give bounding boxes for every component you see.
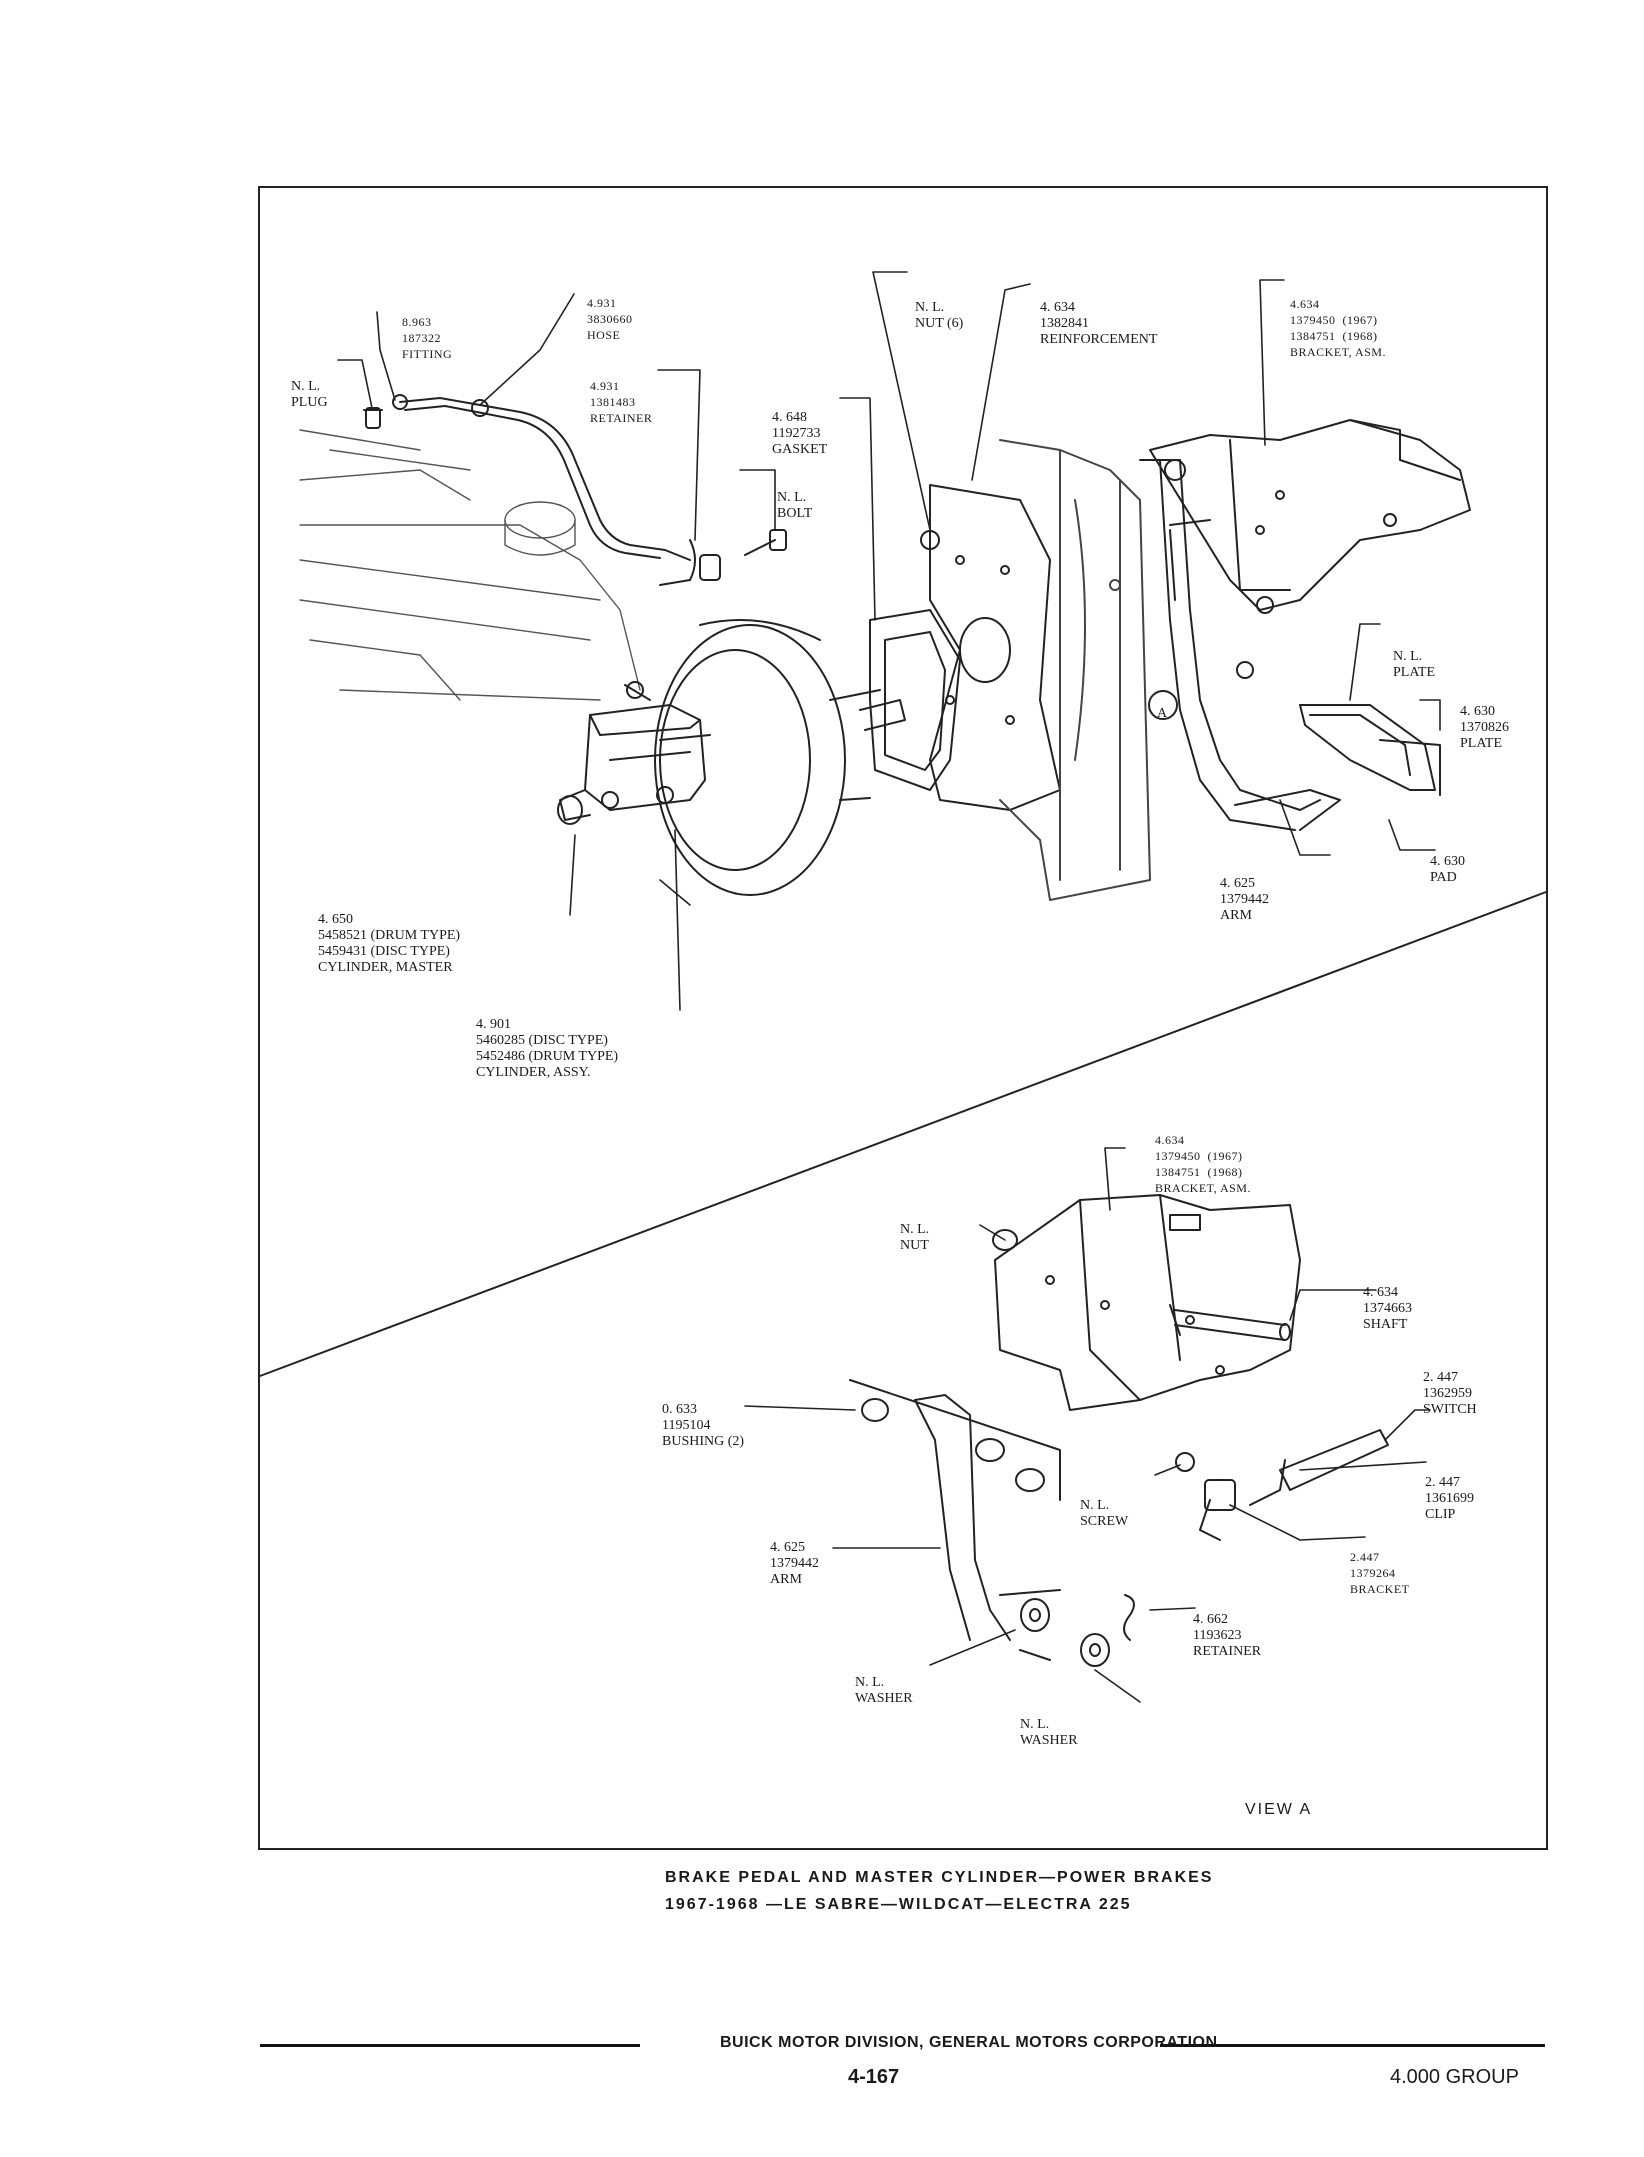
- footer-rule-right: [1160, 2044, 1545, 2047]
- caption-line-1: BRAKE PEDAL AND MASTER CYLINDER—POWER BR…: [665, 1869, 1214, 1886]
- view-divider-line: [259, 891, 1547, 1377]
- washers-view-a: [1019, 1598, 1110, 1667]
- pedal-arm-view-a: [849, 1379, 1061, 1641]
- engine-sketch: [299, 429, 641, 701]
- master-cylinder: [557, 704, 706, 825]
- bracket-assembly-top: [1149, 419, 1471, 611]
- retainer-clip-view-a: [1123, 1594, 1135, 1641]
- view-a-marker-circle: [1148, 690, 1178, 720]
- pedal-pad-plate: [1299, 704, 1441, 796]
- reinforcement-plate: [920, 484, 1061, 811]
- firewall-panel: [999, 439, 1151, 901]
- callout-nut-view-a: N. L.NUT: [900, 1222, 930, 1253]
- callout-washer-1: N. L.WASHER: [855, 1675, 913, 1706]
- caption-line-2: 1967-1968 —LE SABRE—WILDCAT—ELECTRA 225: [665, 1896, 1132, 1913]
- stop-light-switch-assembly: [1175, 1429, 1389, 1541]
- callout-plate-nl: N. L.PLATE: [1393, 649, 1435, 680]
- bracket-assembly-view-a: [994, 1194, 1301, 1411]
- footer-group: 4.000 GROUP: [1390, 2066, 1519, 2088]
- callout-screw: N. L.SCREW: [1080, 1498, 1129, 1529]
- diagram-frame: [258, 186, 1548, 1850]
- bolt-part: [744, 529, 787, 556]
- brake-booster: [624, 619, 906, 896]
- callout-bolt: N. L.BOLT: [777, 490, 813, 521]
- nut-view-a: [992, 1229, 1018, 1251]
- leader-lines-main: [337, 271, 1441, 1011]
- footer-rule-left: [260, 2044, 640, 2047]
- leader-lines-view-a: [744, 1147, 1431, 1703]
- plug-part: [363, 407, 383, 429]
- view-a-label: VIEW A: [1245, 1801, 1313, 1818]
- callout-plug: N. L.PLUG: [291, 379, 328, 410]
- gasket-part: [869, 609, 961, 791]
- shaft-part: [1169, 1304, 1291, 1341]
- callout-washer-2: N. L.WASHER: [1020, 1717, 1078, 1748]
- callout-nut-6: N. L.NUT (6): [915, 300, 964, 331]
- footer-organization: BUICK MOTOR DIVISION, GENERAL MOTORS COR…: [720, 2034, 1218, 2051]
- brake-hose: [392, 394, 721, 586]
- figure-caption: BRAKE PEDAL AND MASTER CYLINDER—POWER BR…: [665, 1864, 1265, 1918]
- view-a-marker: A: [1157, 706, 1168, 721]
- pedal-arm-top: [1139, 459, 1341, 831]
- footer-page-number: 4-167: [848, 2066, 900, 2088]
